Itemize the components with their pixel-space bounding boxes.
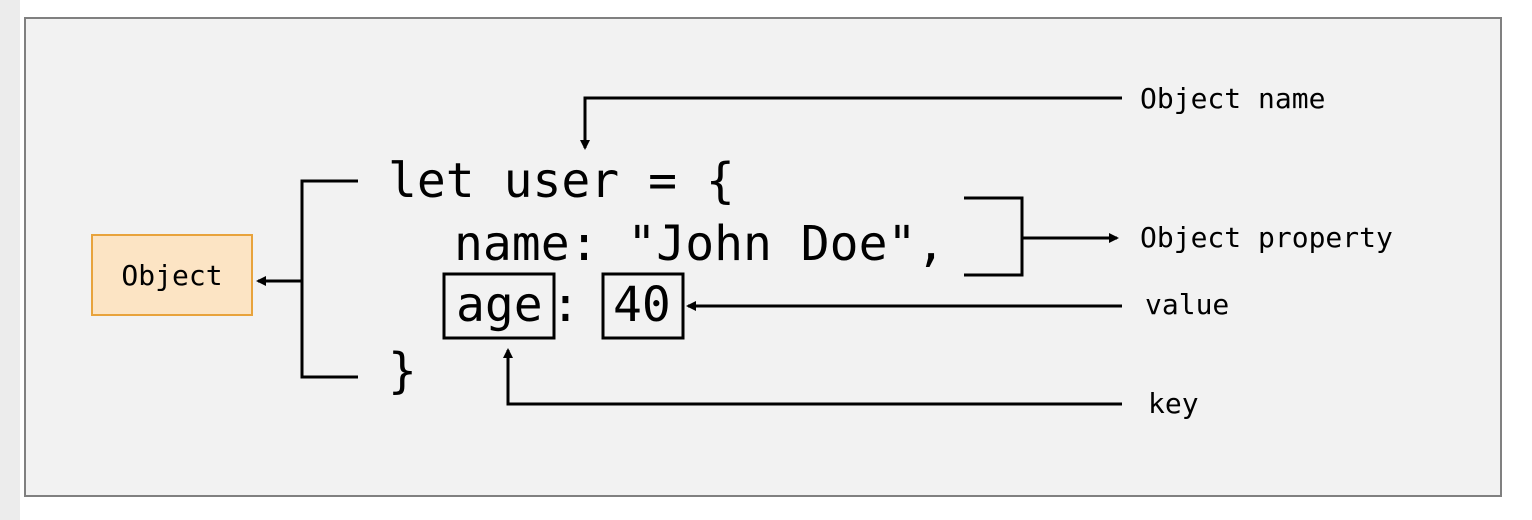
object-box-label: Object: [121, 259, 222, 292]
arrow-object-name: [580, 96, 1122, 150]
left-edge-strip: [0, 0, 20, 520]
label-key: key: [1148, 387, 1199, 420]
object-box: [91, 234, 253, 316]
property-bracket: [964, 196, 1024, 277]
arrow-key: [503, 348, 1122, 406]
code-key: age: [456, 277, 543, 333]
diagram-frame: [24, 17, 1502, 497]
value-highlight-box: [601, 272, 685, 340]
key-highlight-box: [442, 272, 556, 340]
code-line-close-brace: }: [388, 343, 417, 399]
code-value: 40: [613, 277, 671, 333]
label-object-property: Object property: [1140, 221, 1393, 254]
code-line-name-property: name: "John Doe",: [454, 216, 945, 272]
label-object-name: Object name: [1140, 82, 1325, 115]
label-value: value: [1145, 288, 1229, 321]
object-bracket: [300, 179, 358, 379]
code-line-declaration: let user = {: [388, 153, 735, 209]
code-colon: :: [551, 277, 580, 333]
